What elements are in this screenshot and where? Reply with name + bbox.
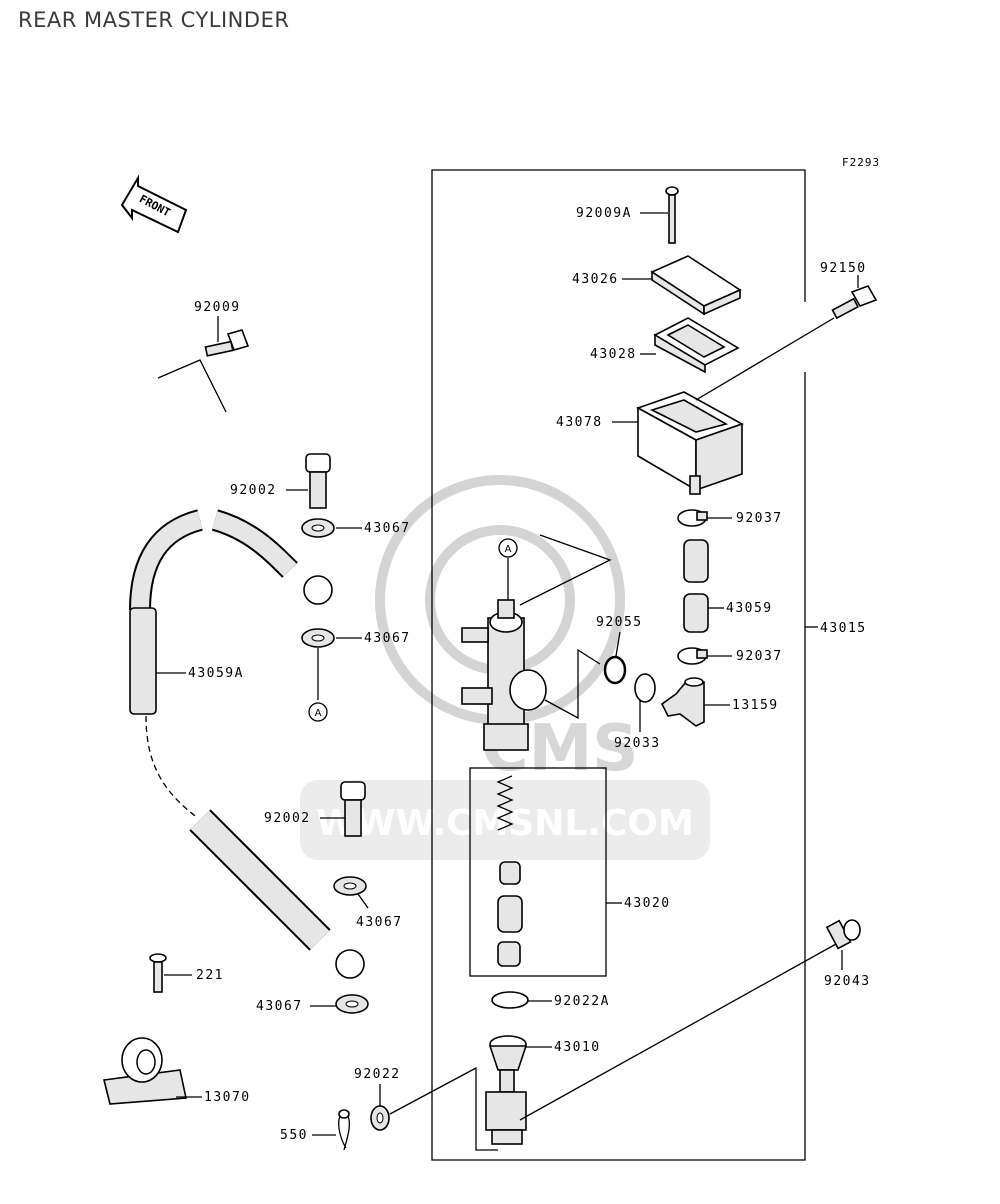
part-label: 550 bbox=[280, 1128, 308, 1143]
part-label: 92002 bbox=[264, 811, 311, 826]
page-title: REAR MASTER CYLINDER bbox=[18, 8, 290, 32]
watermark-url: WWW.CMSNL.COM bbox=[316, 803, 694, 844]
piston-kit-43020 bbox=[469, 767, 607, 977]
part-label: 43067 bbox=[356, 915, 403, 930]
part-label: 43010 bbox=[554, 1040, 601, 1055]
svg-text:A: A bbox=[505, 544, 512, 555]
guide-lines bbox=[157, 317, 837, 1151]
part-label: 92055 bbox=[596, 615, 643, 630]
circlip-92033 bbox=[634, 673, 656, 703]
part-label: 92009A bbox=[576, 206, 632, 221]
part-labels: 92009A 43026 92150 43028 43078 92009 920… bbox=[188, 206, 871, 1143]
part-label: 92022A bbox=[554, 994, 610, 1009]
part-label: 221 bbox=[196, 968, 224, 983]
part-label: 43067 bbox=[256, 999, 303, 1014]
bolt-92150 bbox=[831, 285, 878, 320]
clamp-92037-lower bbox=[677, 647, 708, 665]
part-label: 92150 bbox=[820, 261, 867, 276]
part-label: 43020 bbox=[624, 896, 671, 911]
part-label: 43067 bbox=[364, 521, 411, 536]
part-label: 43078 bbox=[556, 415, 603, 430]
clamp-92037-upper bbox=[677, 509, 708, 527]
part-label: 92037 bbox=[736, 649, 783, 664]
part-label: 43028 bbox=[590, 347, 637, 362]
part-label: 43026 bbox=[572, 272, 619, 287]
hose-43059 bbox=[683, 539, 709, 633]
part-label: 43067 bbox=[364, 631, 411, 646]
part-label: 43059A bbox=[188, 666, 244, 681]
brake-hose-43059a bbox=[129, 509, 365, 979]
part-label: 43059 bbox=[726, 601, 773, 616]
svg-text:A: A bbox=[315, 708, 322, 719]
part-label: 13070 bbox=[204, 1090, 251, 1105]
screw-221 bbox=[149, 953, 167, 993]
cylinder-body-43015 bbox=[461, 599, 547, 751]
ref-marker-a-lower: A bbox=[308, 702, 328, 722]
ref-marker-a-upper: A bbox=[498, 538, 518, 558]
banjo-bolt-92002-upper bbox=[305, 453, 331, 509]
part-label: 92037 bbox=[736, 511, 783, 526]
bracket-13070 bbox=[103, 1037, 187, 1105]
washer-92022 bbox=[370, 1105, 390, 1131]
cotter-pin-550 bbox=[338, 1109, 350, 1151]
diaphragm-43028 bbox=[653, 317, 740, 374]
assembly-frame bbox=[431, 169, 806, 1161]
bolt-92009 bbox=[204, 329, 250, 357]
washers-43067 bbox=[301, 518, 369, 1014]
part-label: 92002 bbox=[230, 483, 277, 498]
leader-lines bbox=[156, 212, 859, 1136]
reservoir-43078 bbox=[636, 391, 744, 495]
pin-92043 bbox=[825, 919, 861, 950]
cap-43026 bbox=[650, 255, 742, 316]
circlip-92022a bbox=[491, 991, 529, 1009]
part-label: 92009 bbox=[194, 300, 241, 315]
front-arrow-icon: FRONT bbox=[120, 174, 188, 234]
part-label: 92043 bbox=[824, 974, 871, 989]
watermark: CMS WWW.CMSNL.COM bbox=[300, 475, 710, 860]
figure-code: F2293 bbox=[842, 156, 880, 169]
banjo-bolt-92002-lower bbox=[340, 781, 366, 837]
elbow-13159 bbox=[660, 677, 705, 727]
part-label: 92022 bbox=[354, 1067, 401, 1082]
o-ring-92055 bbox=[603, 655, 627, 685]
push-rod-43010 bbox=[485, 1035, 528, 1145]
part-label: 92033 bbox=[614, 736, 661, 751]
screw-92009a bbox=[665, 186, 679, 244]
part-label: 13159 bbox=[732, 698, 779, 713]
part-label: 43015 bbox=[820, 621, 867, 636]
